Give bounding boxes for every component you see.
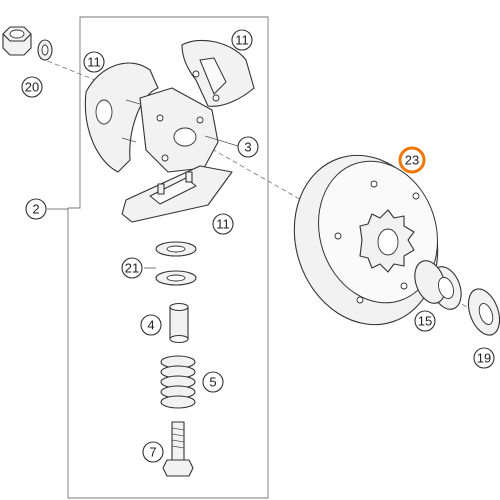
callout-2: 2 [25, 198, 47, 220]
bolt-part-7 [162, 421, 194, 477]
callout-11-upper: 11 [231, 29, 253, 51]
svg-text:3: 3 [244, 140, 251, 155]
callout-11-left: 11 [83, 51, 105, 73]
spring-part-5 [160, 355, 196, 409]
callout-21: 21 [121, 257, 143, 279]
svg-text:11: 11 [87, 55, 101, 70]
svg-text:5: 5 [209, 375, 216, 390]
clutch-shoe-upper [181, 39, 255, 107]
svg-text:15: 15 [418, 314, 432, 329]
needle-bearing-part-15 [414, 260, 462, 310]
callout-15: 15 [414, 310, 436, 332]
callout-4: 4 [140, 314, 162, 336]
svg-text:7: 7 [149, 445, 156, 460]
leader-line-3 [204, 135, 239, 147]
callout-19: 19 [473, 347, 495, 369]
washer-pair-part-21 [155, 241, 197, 286]
callout-11-lower: 11 [212, 213, 234, 235]
callout-3: 3 [237, 136, 259, 158]
drum-gear [359, 209, 415, 273]
clutch-shoe-lower [121, 165, 233, 223]
assembly-frame [67, 16, 269, 499]
callout-5: 5 [202, 371, 224, 393]
svg-text:21: 21 [125, 261, 139, 276]
axis-line-middle [204, 144, 311, 206]
svg-text:11: 11 [216, 217, 230, 232]
svg-text:4: 4 [147, 318, 154, 333]
svg-text:20: 20 [25, 80, 39, 95]
svg-text:11: 11 [235, 33, 249, 48]
sleeve-part-4 [169, 303, 189, 343]
callout-7: 7 [142, 441, 164, 463]
hex-nut [2, 26, 32, 56]
washer-part-20 [37, 39, 53, 61]
washer-part-19 [467, 288, 500, 336]
svg-text:2: 2 [32, 202, 39, 217]
svg-text:23: 23 [405, 153, 419, 168]
callout-23-highlighted: 23 [398, 146, 426, 174]
clutch-shoe-left [84, 62, 159, 173]
svg-text:19: 19 [477, 351, 491, 366]
clutch-carrier-part-3 [139, 87, 219, 173]
callout-20: 20 [21, 76, 43, 98]
